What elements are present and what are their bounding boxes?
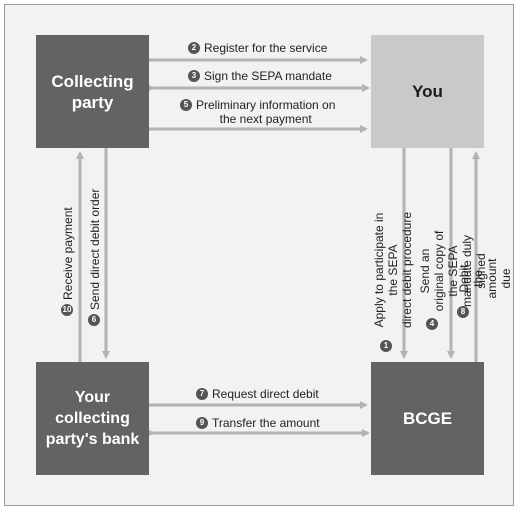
step-7-text: Request direct debit: [212, 387, 319, 401]
bcge-box: BCGE: [371, 362, 484, 475]
step-3-text: Sign the SEPA mandate: [204, 69, 332, 83]
collecting-party-bank-box: Your collecting party's bank: [36, 362, 149, 475]
step-5-label: 5 Preliminary information on the next pa…: [180, 98, 335, 126]
step-1-text: Apply to participate in the SEPA direct …: [372, 211, 414, 329]
step-6-label: 6 Send direct debit order: [88, 189, 102, 326]
step-1-number: 1: [380, 340, 392, 352]
you-box: You: [371, 35, 484, 148]
step-9-label: 9 Transfer the amount: [196, 416, 320, 430]
step-9-number: 9: [196, 417, 208, 429]
step-1-label: 1 Apply to participate in the SEPA direc…: [372, 204, 414, 352]
step-2-number: 2: [188, 42, 200, 54]
step-8-number: 8: [457, 306, 469, 318]
step-2-text: Register for the service: [204, 41, 328, 55]
step-4-number: 4: [426, 318, 438, 330]
step-3-label: 3 Sign the SEPA mandate: [188, 69, 332, 83]
step-10-label: 10 Receive payment: [61, 207, 75, 316]
step-2-label: 2 Register for the service: [188, 41, 327, 55]
step-8-label: 8 Debit the amount due: [457, 255, 513, 318]
step-6-number: 6: [88, 314, 100, 326]
step-7-number: 7: [196, 388, 208, 400]
step-10-number: 10: [61, 304, 73, 316]
step-8-text: Debit the amount due: [457, 258, 513, 299]
step-10-text: Receive payment: [61, 207, 75, 300]
step-5-number: 5: [180, 99, 192, 111]
step-6-text: Send direct debit order: [88, 188, 102, 310]
collecting-party-box: Collecting party: [36, 35, 149, 148]
step-3-number: 3: [188, 70, 200, 82]
step-5-text: Preliminary information on the next paym…: [196, 98, 336, 126]
step-9-text: Transfer the amount: [212, 416, 320, 430]
step-7-label: 7 Request direct debit: [196, 387, 319, 401]
